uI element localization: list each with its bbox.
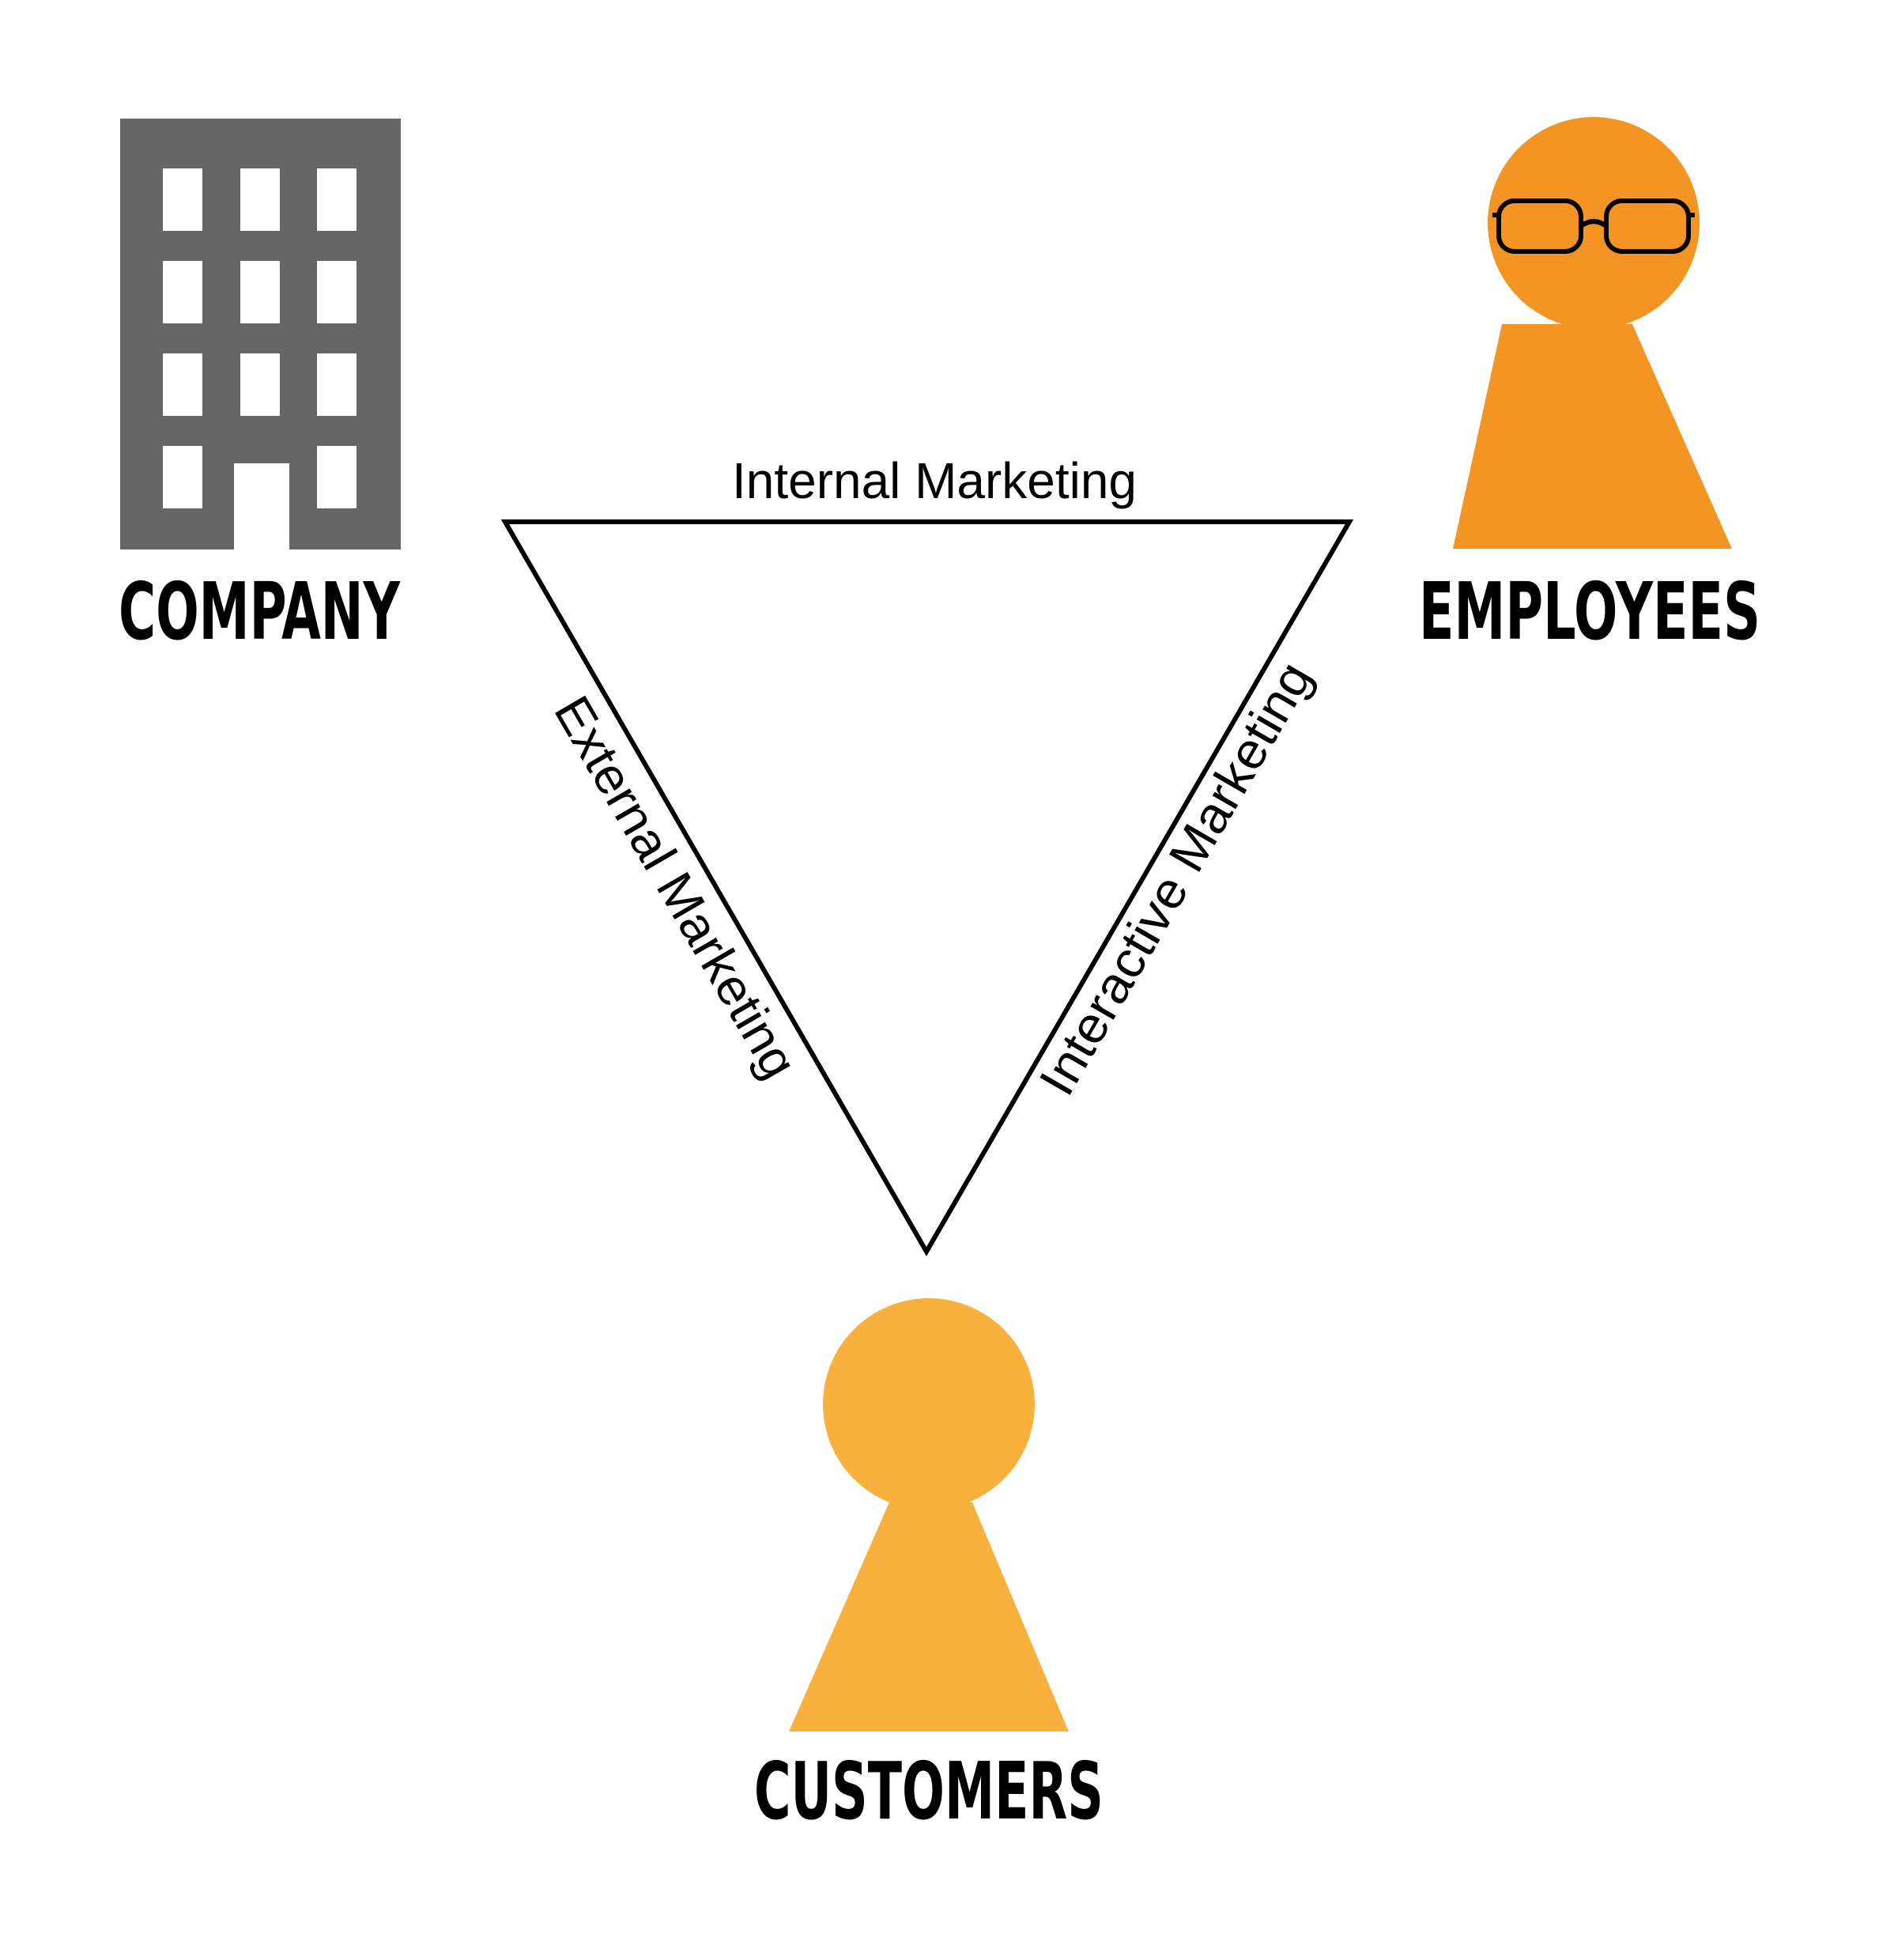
- employees-label: EMPLOYEES: [1419, 565, 1760, 658]
- external-marketing-label: External Marketing: [543, 686, 809, 1088]
- person-with-glasses-icon: [1453, 117, 1732, 549]
- company-label: COMPANY: [119, 565, 401, 658]
- person-icon: [789, 1298, 1069, 1732]
- building-icon: [120, 119, 401, 549]
- customers-label: CUSTOMERS: [754, 1745, 1104, 1837]
- marketing-triangle: [500, 519, 1354, 1256]
- internal-marketing-label: Internal Marketing: [732, 452, 1137, 509]
- glasses-icon: [1492, 198, 1695, 254]
- interactive-marketing-label: Interactive Marketing: [1028, 652, 1322, 1105]
